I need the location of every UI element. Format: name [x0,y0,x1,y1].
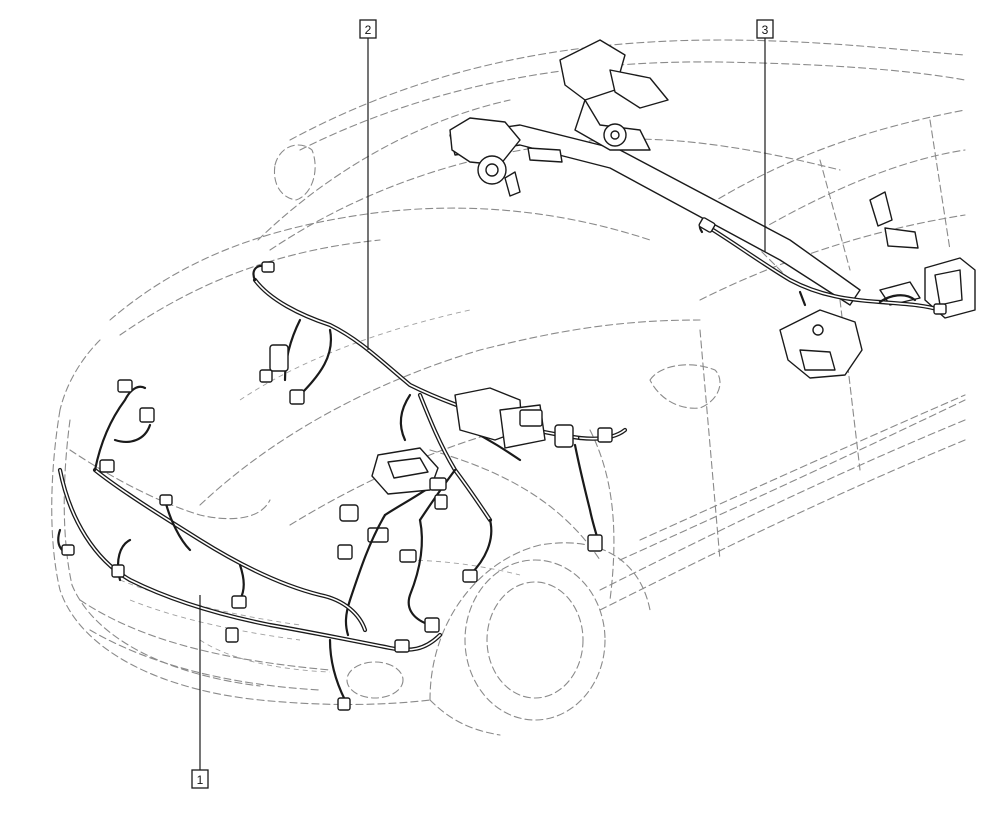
callout-1-label: 1 [197,773,204,787]
callout-2: 2 [359,19,377,350]
callout-3-label: 3 [762,23,769,37]
harness-2-engine [252,261,628,637]
dashboard-crossmember-brackets [449,39,976,379]
callout-2-label: 2 [365,23,372,37]
callout-3: 3 [756,19,774,252]
harness-3-dashboard [698,217,947,315]
harness-1-front-end [57,379,443,711]
callout-1: 1 [191,595,209,789]
